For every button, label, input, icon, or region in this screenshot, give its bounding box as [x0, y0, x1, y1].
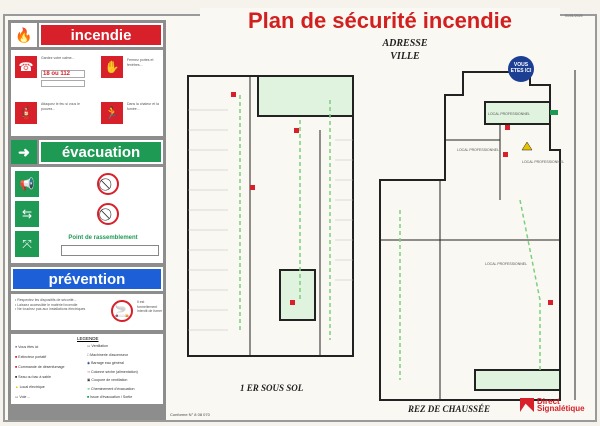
plan-1er-sous-sol: [187, 75, 354, 357]
instructions-panel: 🔥 incendie ☎ Gardez votre calme... 18 ou…: [8, 20, 166, 420]
legend-left: ● Vous êtes ici ■ Extincteur portatif ■ …: [15, 345, 65, 399]
prevention-header: prévention: [11, 267, 163, 291]
legend-right: ▭ Ventilation □ Machinerie d'ascenseur ◉…: [87, 344, 138, 399]
close-doors-icon: ✋: [101, 56, 123, 78]
exit-people-icon: ⇆: [15, 201, 39, 227]
prevention-instructions: • Respectez les dispositifs de sécurité.…: [11, 294, 163, 330]
prevention-label: prévention: [11, 267, 163, 291]
number-field: [41, 80, 85, 87]
crawl-icon: 🏃: [101, 102, 123, 124]
legend: LEGENDE ● Vous êtes ici ■ Extincteur por…: [11, 334, 163, 404]
date-label: 01/01/2024: [565, 14, 583, 18]
incendie-instructions: ☎ Gardez votre calme... 18 ou 112 ✋ Ferm…: [11, 50, 163, 136]
room-label: LOCAL PROFESSIONNEL: [522, 160, 565, 164]
you-are-here-icon: ●: [15, 345, 18, 349]
incendie-label: incendie: [39, 23, 163, 47]
plan-rez-de-chaussee: [379, 70, 576, 401]
level-label-basement: 1 ER SOUS SOL: [240, 383, 304, 393]
evacuation-instructions: 📢 ⇆ ⤧ ⃠ ⃠ Point de rassemblement: [11, 167, 163, 263]
assembly-point-field: [61, 245, 159, 256]
assembly-icon: ⤧: [15, 231, 39, 257]
room-label: LOCAL PROFESSIONNEL: [488, 112, 531, 116]
logo-icon: [520, 398, 534, 412]
evacuation-label: évacuation: [39, 140, 163, 164]
room-label: LOCAL PROFESSIONNEL: [457, 148, 500, 152]
incendie-header: 🔥 incendie: [11, 23, 163, 47]
no-running-icon: ⃠: [97, 173, 119, 195]
city-line: VILLE: [390, 51, 420, 62]
emergency-number: 18 ou 112: [41, 70, 85, 78]
alarm-icon: ☎: [15, 56, 37, 78]
no-smoking-icon: 🚬: [111, 300, 133, 322]
page-title: Plan de sécurité incendie: [200, 8, 560, 34]
assembly-point-label: Point de rassemblement: [68, 235, 138, 241]
conformity-label: Conforme N° 8 08 070: [170, 412, 210, 417]
legend-title: LEGENDE: [77, 336, 99, 341]
alarm-signal-icon: 📢: [15, 171, 39, 197]
exit-icon: [550, 110, 558, 115]
no-elevator-icon: ⃠: [97, 203, 119, 225]
you-are-here-marker: VOUS ETES ICI: [508, 56, 534, 82]
evacuation-header: ➜ évacuation: [11, 140, 163, 164]
extinguisher-icon: 🧯: [15, 102, 37, 124]
level-label-ground: REZ DE CHAUSSÉE: [408, 404, 491, 414]
room-label: LOCAL PROFESSIONNEL: [485, 262, 528, 266]
warning-icon: [521, 141, 533, 151]
fire-icon: 🔥: [11, 23, 37, 47]
address-line: ADRESSE: [382, 38, 428, 49]
arrow-right-icon: ➜: [11, 140, 37, 164]
